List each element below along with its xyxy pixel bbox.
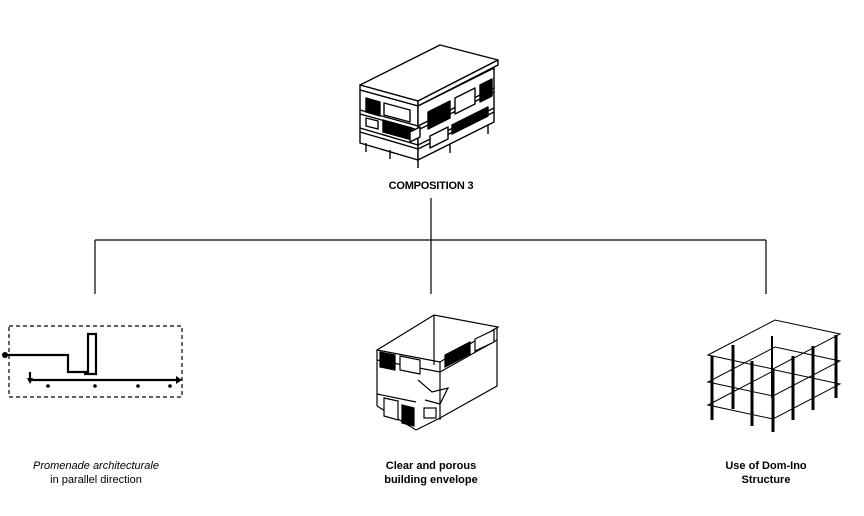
dom-ino-structure-drawing xyxy=(706,319,842,432)
composition-building-drawing xyxy=(359,44,499,168)
branch-label-envelope: Clear and porous building envelope xyxy=(361,459,501,487)
branch-label-line1: Promenade architecturale xyxy=(33,460,159,472)
tree-connectors xyxy=(94,198,767,294)
branch-label-dom-ino: Use of Dom-Ino Structure xyxy=(696,459,836,487)
root-title: COMPOSITION 3 xyxy=(388,180,474,192)
branch-label-line1: Use of Dom-Ino xyxy=(725,460,807,472)
branch-label-line2: Structure xyxy=(741,474,791,486)
branch-label-line2: in parallel direction xyxy=(50,474,142,486)
branch-label-promenade: Promenade architecturale in parallel dir… xyxy=(16,459,176,487)
promenade-plan-drawing xyxy=(2,325,183,398)
porous-envelope-drawing xyxy=(375,314,500,431)
branch-label-line1: Clear and porous xyxy=(385,460,477,472)
branch-label-line2: building envelope xyxy=(384,474,478,486)
